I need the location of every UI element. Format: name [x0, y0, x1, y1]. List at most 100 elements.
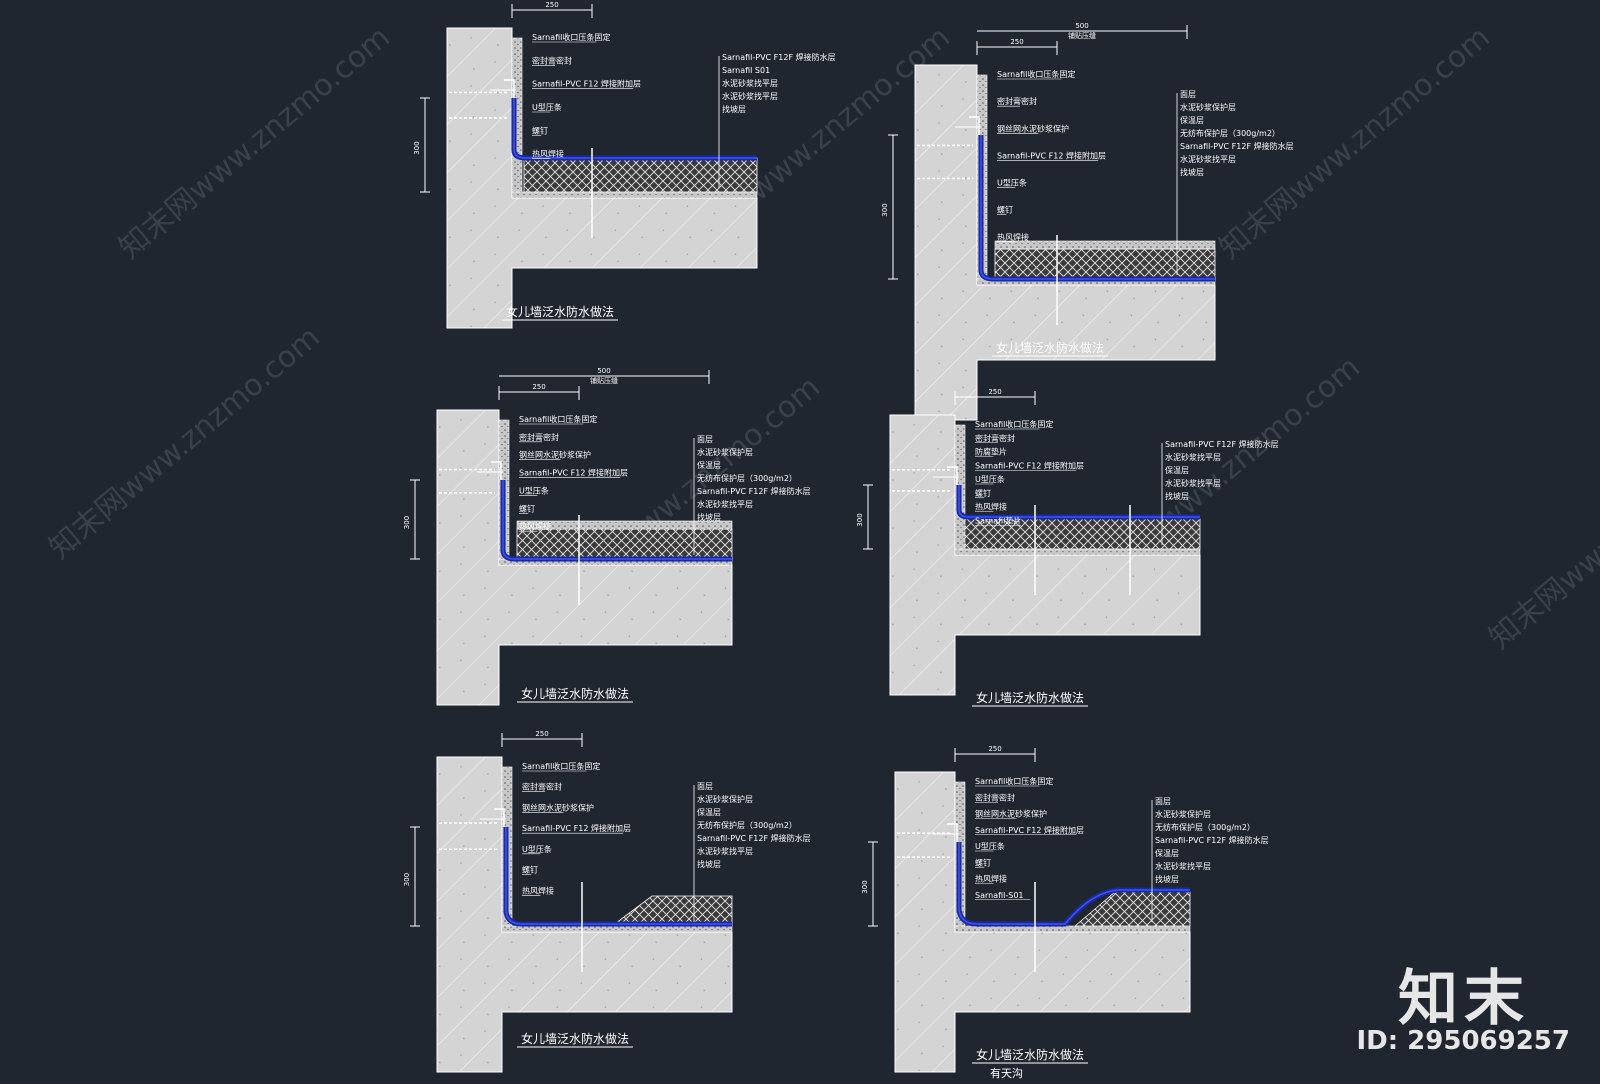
- layer-label: 找坡层: [697, 512, 721, 522]
- dimension-250-text: 250: [535, 730, 548, 738]
- detail-title-group: 女儿墙泛水防水做法: [517, 1031, 633, 1048]
- callout-label: 热风焊接: [975, 874, 1007, 884]
- layer-label: 无纺布保护层（300g/m2）: [697, 473, 797, 483]
- detail-5: 300250Sarnafil收口压条固定密封膏密封钢丝网水泥砂浆保护Sarnaf…: [403, 730, 811, 1073]
- callout-label: 螺钉: [975, 488, 991, 498]
- layer-label: 找坡层: [697, 859, 721, 869]
- brand-logo: 知末: [1398, 964, 1530, 1034]
- layer-label: 无纺布保护层（300g/m2）: [1155, 822, 1255, 832]
- height-dimension-text: 300: [881, 203, 889, 216]
- callout-label: Sarnafil-PVC F12 焊接附加层: [975, 825, 1084, 835]
- callout-label: Sarnafil垫片: [975, 515, 1021, 525]
- callout-label: 防腐垫片: [975, 447, 1007, 457]
- layer-label: 水泥砂浆保护层: [1155, 809, 1211, 819]
- callout-label: 钢丝网水泥砂浆保护: [519, 450, 591, 460]
- layer-label: 面层: [697, 435, 713, 444]
- protection-layer: [994, 240, 1216, 250]
- insulation-layer: [994, 248, 1216, 280]
- watermark-text: 知末网www.znzmo.com: [113, 20, 397, 266]
- layer-label: 保温层: [697, 460, 721, 470]
- detail-title-group: 女儿墙泛水防水做法: [972, 690, 1088, 707]
- dimension-note-text: 铺贴压缝: [1068, 31, 1096, 40]
- layer-label: Sarnafil-PVC F12F 焊接防水层: [697, 833, 811, 843]
- dimension-250-text: 250: [1010, 38, 1023, 46]
- callout-label: U型压条: [975, 841, 1005, 851]
- layer-label: 无纺布保护层（300g/m2）: [697, 820, 797, 830]
- insulation-layer: [523, 157, 758, 193]
- dimension-250-text: 250: [532, 383, 545, 391]
- detail-title: 女儿墙泛水防水做法: [996, 340, 1104, 355]
- callout-label: 钢丝网水泥砂浆保护: [975, 809, 1047, 819]
- callout-label: 螺钉: [997, 205, 1013, 215]
- layer-label: 无纺布保护层（300g/m2）: [1180, 128, 1280, 138]
- callout-label: Sarnafil收口压条固定: [997, 69, 1075, 79]
- pvc-membrane-edge: [505, 827, 732, 925]
- detail-title: 女儿墙泛水防水做法: [976, 690, 1084, 705]
- height-dimension-text: 300: [403, 516, 411, 529]
- leveling-layer: [511, 191, 758, 199]
- detail-title-group: 女儿墙泛水防水做法: [517, 686, 633, 703]
- layer-label: 水泥砂浆找平层: [722, 78, 778, 88]
- layer-label: 水泥砂浆保护层: [697, 447, 753, 457]
- callout-label: U型压条: [519, 485, 549, 495]
- height-dimension-text: 300: [413, 141, 421, 154]
- callout-label: Sarnafil-PVC F12 焊接附加层: [519, 468, 628, 478]
- dimension-500-text: 500: [1075, 22, 1088, 30]
- callout-label: 螺钉: [522, 865, 538, 875]
- layer-label: Sarnafil-PVC F12F 焊接防水层: [722, 52, 836, 62]
- layer-label: 找坡层: [722, 104, 746, 114]
- height-dimension-text: 300: [861, 880, 869, 893]
- callout-label: Sarnafil-PVC F12 焊接附加层: [997, 150, 1106, 160]
- dimension-250-text: 250: [988, 745, 1001, 753]
- pvc-membrane-edge: [958, 485, 1200, 518]
- callout-label: U型压条: [997, 178, 1027, 188]
- detail-title: 女儿墙泛水防水做法: [976, 1047, 1084, 1062]
- callout-label: Sarnafil-S01: [975, 891, 1024, 900]
- detail-title: 女儿墙泛水防水做法: [506, 304, 614, 319]
- layer-label: Sarnafil-PVC F12F 焊接防水层: [697, 486, 811, 496]
- leveling-layer: [954, 925, 1191, 933]
- detail-4: 300250Sarnafil收口压条固定密封膏密封防腐垫片Sarnafil-PV…: [856, 388, 1279, 696]
- termination-bar: [947, 823, 958, 842]
- watermark-text: 知末网www.znzmo.com: [1483, 410, 1600, 656]
- callout-label: Sarnafil收口压条固定: [522, 761, 600, 771]
- layer-label: 水泥砂浆找平层: [697, 499, 753, 509]
- layer-label: 保温层: [1180, 115, 1204, 125]
- callout-label: 密封膏密封: [975, 433, 1015, 443]
- layer-label: 水泥砂浆找平层: [1155, 861, 1211, 871]
- detail-title: 女儿墙泛水防水做法: [521, 686, 629, 701]
- callout-label: 密封膏密封: [519, 432, 559, 442]
- layer-label: 保温层: [1165, 465, 1189, 475]
- callout-label: 密封膏密封: [997, 96, 1037, 106]
- callout-label: U型压条: [975, 474, 1005, 484]
- termination-bar: [494, 808, 505, 827]
- detail-subtitle: 有天沟: [990, 1066, 1023, 1080]
- insulation-layer: [516, 528, 733, 560]
- pvc-membrane-edge: [513, 98, 757, 159]
- layer-label: 面层: [1180, 90, 1196, 99]
- layer-label: Sarnafil S01: [722, 66, 770, 75]
- termination-bar: [504, 79, 515, 98]
- callout-label: 热风焊接: [519, 521, 551, 531]
- termination-bar: [491, 461, 502, 480]
- callout-label: Sarnafil收口压条固定: [519, 414, 597, 424]
- watermark-text: 知末网www.znzmo.com: [43, 320, 327, 566]
- layer-label: 找坡层: [1165, 491, 1189, 501]
- detail-title-group: 女儿墙泛水防水做法: [992, 340, 1108, 357]
- detail-title-group: 女儿墙泛水防水做法: [502, 304, 618, 321]
- callout-label: Sarnafil收口压条固定: [975, 776, 1053, 786]
- callout-label: Sarnafil-PVC F12 焊接附加层: [975, 460, 1084, 470]
- callout-label: U型压条: [522, 844, 552, 854]
- layer-label: 面层: [1155, 797, 1171, 806]
- layer-label: Sarnafil-PVC F12F 焊接防水层: [1165, 439, 1279, 449]
- callout-label: U型压条: [532, 102, 562, 112]
- detail-6: 300250Sarnafil收口压条固定密封膏密封钢丝网水泥砂浆保护Sarnaf…: [861, 745, 1269, 1073]
- callout-label: 热风焊接: [522, 885, 554, 895]
- layer-label: 水泥砂浆找平层: [722, 91, 778, 101]
- layer-label: 水泥砂浆找平层: [697, 846, 753, 856]
- layer-label: Sarnafil-PVC F12F 焊接防水层: [1155, 835, 1269, 845]
